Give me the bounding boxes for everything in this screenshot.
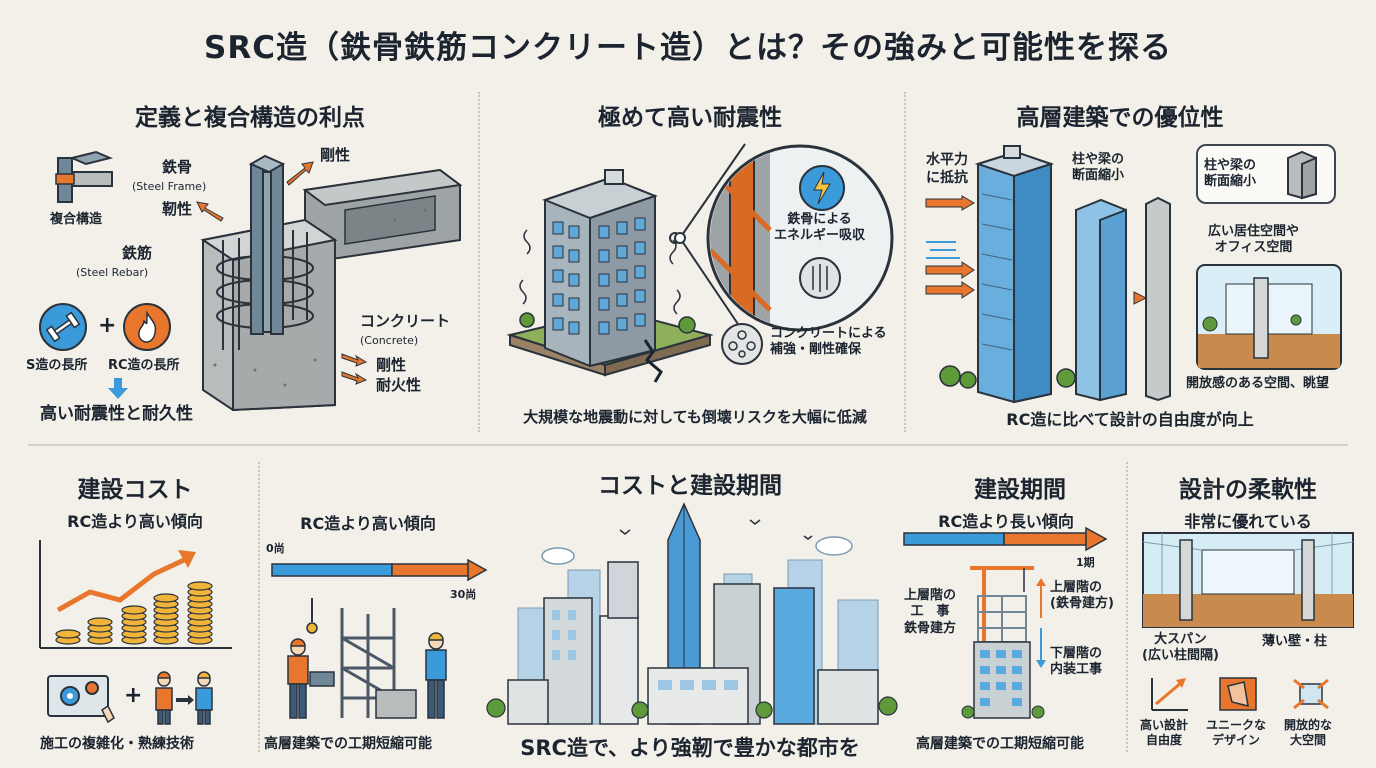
period-subheading: RC造より長い傾向 <box>938 512 1074 531</box>
rigidity-top-label: 剛性 <box>320 146 351 164</box>
lower-interior-label: 下層階の 内装工事 <box>1050 646 1103 678</box>
cost-trend-subheading: RC造より高い傾向 <box>300 514 436 533</box>
column-icon <box>1287 150 1317 200</box>
thin-wall-label: 薄い壁・柱 <box>1262 634 1328 649</box>
divider <box>904 92 906 432</box>
unique-design-icon <box>1219 677 1257 711</box>
rebar-label: 鉄筋 <box>122 244 153 262</box>
unique-design-label: ユニークな デザイン <box>1206 718 1267 747</box>
highrise-towers-illustration <box>939 145 1171 404</box>
steel-frame-en-label: (Steel Frame) <box>132 180 207 193</box>
flexibility-subheading: 非常に優れている <box>1184 512 1312 531</box>
schedule-caption: 高層建築での工期短縮可能 <box>264 736 432 752</box>
arrow-icon <box>925 195 975 211</box>
steel-frame-label: 鉄骨 <box>162 158 193 176</box>
rc-merit-label: RC造の長所 <box>108 358 180 373</box>
design-freedom-label: 高い設計 自由度 <box>1140 718 1189 747</box>
src-structure-illustration <box>196 154 463 412</box>
design-freedom-icon <box>1151 678 1188 711</box>
down-arrow-icon <box>108 378 128 399</box>
concrete-label: コンクリート <box>360 312 451 330</box>
up-down-arrow-icon <box>1036 578 1046 668</box>
period-label: 1期 <box>1076 556 1095 569</box>
wind-arrows-icon <box>925 241 975 299</box>
section-heading-period: 建設期間 <box>974 477 1066 503</box>
section-reduce-label: 柱や梁の 断面縮小 <box>1072 152 1125 184</box>
gears-computer-icon <box>47 675 115 724</box>
plus-sign: + <box>98 313 117 338</box>
toughness-label: 靭性 <box>162 200 193 218</box>
section-heading-definition: 定義と複合構造の利点 <box>135 105 365 131</box>
crane-building-illustration <box>961 566 1045 719</box>
fire-icon <box>123 303 171 351</box>
cost-subheading: RC造より高い傾向 <box>67 512 203 531</box>
large-span-label: 大スパン (広い柱間隔) <box>1142 632 1219 664</box>
concrete-en-label: (Concrete) <box>360 334 419 347</box>
open-space-label: 開放的な 大空間 <box>1284 718 1333 747</box>
section-heading-flexibility: 設計の柔軟性 <box>1179 477 1317 503</box>
arrow-icon <box>341 353 368 385</box>
concrete-icon <box>721 323 763 365</box>
construction-workers-illustration <box>287 598 447 719</box>
result-label: 高い耐震性と耐久性 <box>40 404 193 424</box>
cost-caption: 施工の複雑化・熟練技術 <box>40 736 194 752</box>
composite-label: 複合構造 <box>50 212 103 227</box>
open-space-icon <box>1293 678 1329 710</box>
divider <box>1126 462 1128 752</box>
rebar-en-label: (Steel Rebar) <box>76 266 149 279</box>
highrise-caption: RC造に比べて設計の自由度が向上 <box>1006 410 1254 429</box>
end-label: 30尚 <box>450 588 477 601</box>
period-timeline-bar <box>903 526 1108 552</box>
divider <box>28 444 1348 446</box>
seismic-caption: 大規模な地震動に対しても倒壊リスクを大幅に低減 <box>523 408 867 426</box>
s-merit-label: S造の長所 <box>26 358 88 373</box>
divider <box>258 462 260 752</box>
divider <box>478 92 480 432</box>
section-heading-cost-period: コストと建設期間 <box>598 473 782 499</box>
open-interior-illustration <box>1196 264 1342 370</box>
timeline-bar <box>271 558 488 582</box>
cost-coins-chart-illustration <box>39 540 232 649</box>
workers-icon <box>155 671 213 725</box>
section-heading-seismic: 極めて高い耐震性 <box>598 105 782 131</box>
section-heading-highrise: 高層建築での優位性 <box>1016 105 1224 131</box>
horizontal-force-label: 水平力 に抵抗 <box>926 152 968 186</box>
upper-steel-label: 上層階の (鉄骨建方) <box>1050 580 1114 612</box>
start-label: 0尚 <box>266 542 285 555</box>
zoom-detail-illustration <box>674 143 894 332</box>
city-skyline-illustration <box>486 502 898 725</box>
open-space-label: 開放感のある空間、眺望 <box>1186 376 1330 391</box>
section-heading-cost: 建設コスト <box>77 477 193 503</box>
concrete-reinforce-label: コンクリートによる 補強・剛性確保 <box>770 326 887 358</box>
upper-work-label: 上層階の 工 事 鉄骨建方 <box>904 588 957 636</box>
plus-sign: + <box>124 683 143 708</box>
section-reduce-bubble-label: 柱や梁の 断面縮小 <box>1204 158 1257 190</box>
earthquake-building-illustration <box>506 169 714 383</box>
city-caption: SRC造で、より強靭で豊かな都市を <box>520 736 860 760</box>
composite-structure-icon <box>55 150 114 203</box>
fire-resistance-label: 耐火性 <box>376 376 422 394</box>
dumbbell-icon <box>39 303 87 351</box>
period-caption: 高層建築での工期短縮可能 <box>916 736 1084 752</box>
energy-absorb-label: 鉄骨による エネルギー吸収 <box>774 212 866 244</box>
wide-space-label: 広い居住空間や オフィス空間 <box>1208 224 1300 256</box>
rigidity-label: 剛性 <box>376 356 407 374</box>
large-span-interior-illustration <box>1142 532 1354 628</box>
page-title: SRC造（鉄骨鉄筋コンクリート造）とは？その強みと可能性を探る <box>204 30 1172 66</box>
